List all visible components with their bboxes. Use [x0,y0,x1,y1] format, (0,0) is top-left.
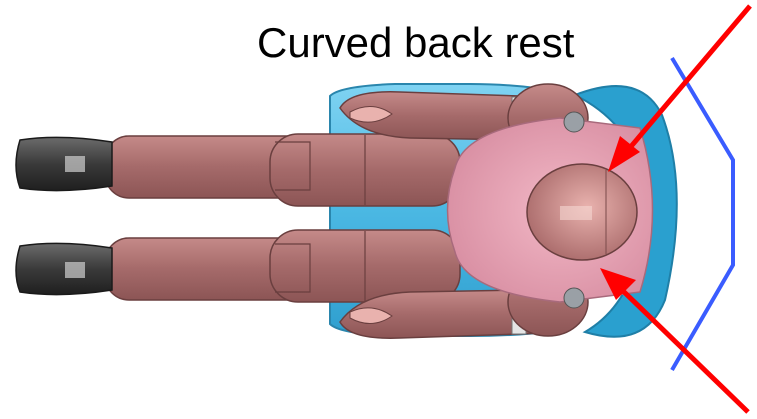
upper-leg [105,134,460,206]
arrow-lower [600,268,748,412]
curvature-outline [672,58,733,370]
lower-leg [105,230,460,302]
head [527,164,637,260]
shoes [16,137,112,294]
